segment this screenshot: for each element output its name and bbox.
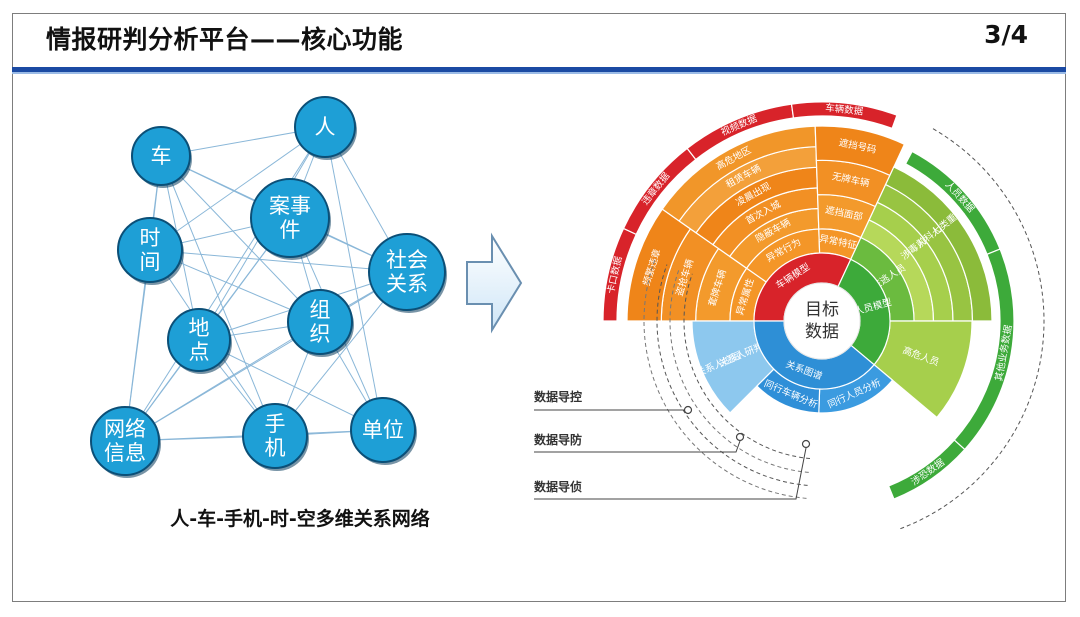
network-node-label: 社会: [386, 248, 428, 272]
person-item-ring: [884, 166, 993, 322]
red-band-segment: [790, 101, 898, 130]
network-edge: [198, 339, 384, 431]
network-edge: [324, 126, 384, 431]
network-node-label: 组: [310, 298, 331, 322]
wheel-label: 视频数据: [719, 112, 759, 138]
callout-label: 数据导控: [534, 389, 582, 404]
callout-dot: [683, 405, 693, 415]
network-node-unit: 单位: [350, 397, 417, 465]
callout-dot: [801, 439, 811, 449]
page-number: 3/4: [984, 20, 1028, 49]
network-node-label: 件: [280, 218, 301, 242]
network-node-label: 地: [189, 316, 210, 340]
guide-arc: [656, 264, 808, 486]
network-edge: [124, 155, 162, 442]
callout-label: 数据导防: [534, 432, 582, 447]
wheel-center-label: 数据: [805, 322, 839, 342]
network-node-label: 机: [265, 436, 286, 460]
guide-arc-outer: [897, 128, 1045, 531]
network-edge: [160, 155, 321, 323]
network-node-label: 案事: [269, 194, 311, 218]
network-node-label: 信息: [104, 441, 146, 465]
network-node-label: 网络: [104, 417, 146, 441]
network-edge: [160, 155, 276, 437]
target-data-wheel: 卡口数据违章数据视频数据车辆数据人员数据其他业务数据涉恐数据套牌车辆盗抢车辆频繁…: [602, 101, 1045, 531]
wheel-label: 车辆数据: [825, 102, 865, 118]
network-node-org: 组织: [287, 289, 354, 357]
network-node-car: 车: [131, 126, 192, 188]
network-node-label: 人: [315, 115, 336, 139]
slide-title: 情报研判分析平台——核心功能: [46, 25, 404, 54]
title-rule: [12, 67, 1066, 72]
network-node-case: 案事件: [250, 178, 331, 260]
network-node-place: 地点: [167, 308, 232, 374]
transition-arrow: [466, 232, 523, 334]
callout-dot: [735, 432, 745, 442]
network-edge: [149, 249, 408, 273]
wheel-center-label: 目标: [805, 300, 839, 320]
network-node-time: 时间: [117, 217, 184, 285]
callout-0: 数据导控: [534, 389, 693, 415]
network-caption: 人-车-手机-时-空多维关系网络: [170, 507, 430, 530]
callout-1: 数据导防: [534, 432, 745, 453]
network-node-label: 车: [151, 144, 172, 168]
network-node-label: 手: [265, 412, 286, 436]
title-rule-light: [12, 72, 1066, 74]
guide-arc: [643, 259, 807, 499]
callout-label: 数据导侦: [534, 479, 582, 494]
green-band-segment: [887, 439, 966, 500]
network-node-label: 织: [310, 322, 331, 346]
network-node-person: 人: [294, 96, 357, 160]
guide-arc: [683, 273, 811, 459]
network-node-label: 点: [189, 340, 210, 364]
network-node-label: 时: [140, 226, 161, 250]
network-node-phone: 手机: [242, 403, 309, 471]
guide-arc: [669, 268, 809, 473]
network-node-label: 关系: [386, 272, 428, 296]
network-edge: [149, 126, 326, 251]
network-node-label: 单位: [362, 418, 404, 442]
wheel-center: [783, 282, 861, 360]
callout-2: 数据导侦: [534, 439, 811, 500]
network-edge: [124, 321, 321, 442]
network-node-label: 间: [140, 250, 161, 274]
